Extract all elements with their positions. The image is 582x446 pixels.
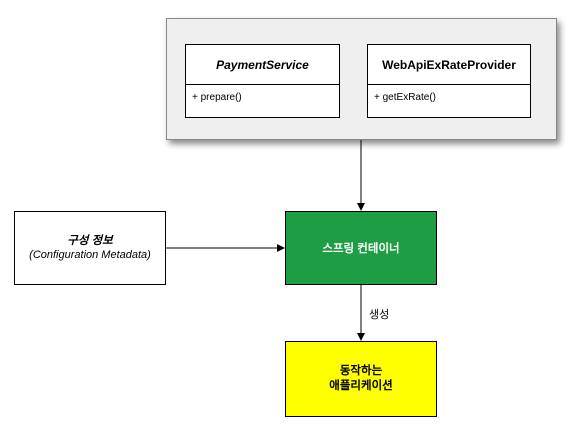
application-label-line2: 애플리케이션: [329, 380, 393, 392]
payment-service-class: PaymentService + prepare(): [185, 44, 340, 118]
exrate-provider-class: WebApiExRateProvider + getExRate(): [367, 44, 531, 118]
config-metadata-subtitle: (Configuration Metadata): [29, 249, 151, 261]
config-metadata-box: 구성 정보 (Configuration Metadata): [14, 211, 166, 285]
application-label-line1: 동작하는: [339, 365, 383, 377]
spring-container-label: 스프링 컨테이너: [322, 243, 400, 255]
exrate-provider-method: + getExRate(): [374, 92, 436, 103]
payment-service-method: + prepare(): [192, 92, 242, 103]
running-application-box: 동작하는 애플리케이션: [285, 341, 437, 417]
spring-container-box: 스프링 컨테이너: [285, 211, 437, 285]
create-edge-label: 생성: [369, 309, 390, 321]
payment-service-class-name: PaymentService: [186, 45, 339, 85]
config-metadata-title: 구성 정보: [67, 235, 113, 247]
exrate-provider-class-name: WebApiExRateProvider: [368, 45, 530, 85]
